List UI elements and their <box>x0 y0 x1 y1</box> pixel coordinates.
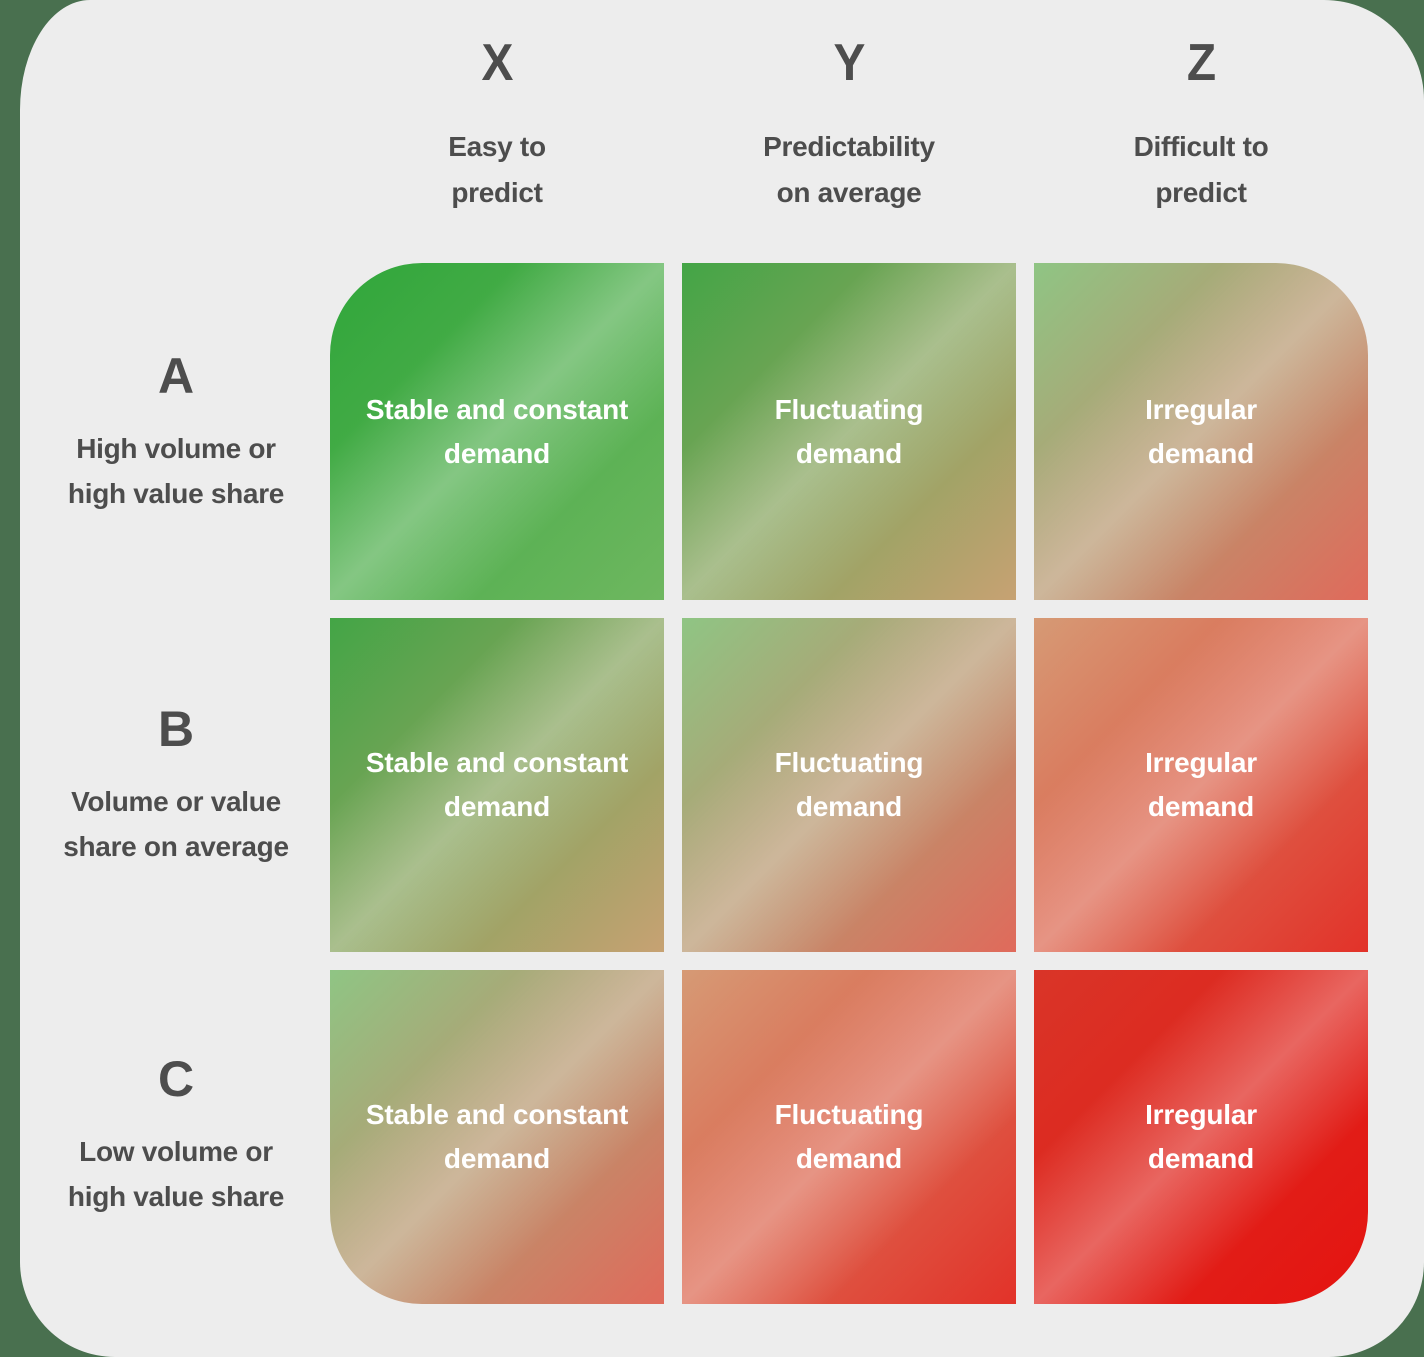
column-header-z: Z Difficult to predict <box>1034 34 1368 216</box>
cell-a-z: Irregular demand <box>1034 263 1368 600</box>
cell-c-z-line1: Irregular <box>1145 1099 1257 1130</box>
column-desc-z-line1: Difficult to <box>1133 131 1269 162</box>
cell-c-z: Irregular demand <box>1034 970 1368 1304</box>
row-letter-a: A <box>157 347 195 404</box>
cell-a-z-label: Irregular demand <box>1145 388 1257 476</box>
cell-b-y: Fluctuating demand <box>682 618 1016 952</box>
row-desc-a: High volume or high value share <box>68 426 284 516</box>
cell-c-y-line1: Fluctuating <box>774 1099 924 1130</box>
cell-c-y-label: Fluctuating demand <box>775 1093 924 1181</box>
cell-c-y: Fluctuating demand <box>682 970 1016 1304</box>
column-header-y: Y Predictability on average <box>682 34 1016 216</box>
column-letter-x: X <box>481 34 514 92</box>
cell-b-y-line1: Fluctuating <box>774 747 924 778</box>
cell-a-y-label: Fluctuating demand <box>775 388 924 476</box>
cell-b-x-label: Stable and constant demand <box>366 741 628 829</box>
cell-c-x-label: Stable and constant demand <box>366 1093 628 1181</box>
cell-a-z-line2: demand <box>1147 437 1255 469</box>
cell-b-x-line2: demand <box>443 791 551 822</box>
cell-a-y: Fluctuating demand <box>682 263 1016 600</box>
column-desc-y-line1: Predictability <box>763 131 935 162</box>
row-header-b: B Volume or value share on average <box>20 618 332 952</box>
cell-b-z-line2: demand <box>1147 791 1255 822</box>
cell-a-z-line1: Irregular <box>1145 393 1257 425</box>
column-letter-y: Y <box>833 34 866 92</box>
matrix-grid: Stable and constant demand Fluctuating d… <box>330 263 1368 1304</box>
row-desc-c-line2: high value share <box>67 1181 285 1212</box>
cell-b-x-line1: Stable and constant <box>365 747 629 778</box>
row-desc-c: Low volume or high value share <box>68 1129 284 1219</box>
row-desc-a-line2: high value share <box>67 477 285 509</box>
row-letter-b: B <box>157 701 195 757</box>
row-letter-c: C <box>157 1051 195 1107</box>
cell-b-y-line2: demand <box>795 791 903 822</box>
column-desc-z-line2: predict <box>1155 177 1247 208</box>
cell-c-x-line2: demand <box>443 1143 551 1174</box>
row-desc-b-line2: share on average <box>63 831 289 862</box>
cell-b-z-line1: Irregular <box>1145 747 1257 778</box>
cell-a-x-label: Stable and constant demand <box>366 388 628 476</box>
row-desc-b: Volume or value share on average <box>63 779 289 869</box>
column-header-x: X Easy to predict <box>330 34 664 216</box>
cell-c-x-line1: Stable and constant <box>365 1099 629 1130</box>
cell-c-z-label: Irregular demand <box>1145 1093 1257 1181</box>
cell-c-x: Stable and constant demand <box>330 970 664 1304</box>
column-desc-y-line2: on average <box>776 177 922 208</box>
row-desc-a-line1: High volume or <box>76 432 276 464</box>
row-desc-b-line1: Volume or value <box>71 786 281 817</box>
cell-b-x: Stable and constant demand <box>330 618 664 952</box>
row-desc-c-line1: Low volume or <box>79 1136 273 1167</box>
cell-a-y-line1: Fluctuating <box>774 393 924 425</box>
cell-a-x-line1: Stable and constant <box>365 393 629 425</box>
column-headers: X Easy to predict Y Predictability on av… <box>330 34 1368 216</box>
column-desc-x-line2: predict <box>451 177 543 208</box>
cell-c-z-line2: demand <box>1147 1143 1255 1174</box>
cell-a-x: Stable and constant demand <box>330 263 664 600</box>
cell-b-z-label: Irregular demand <box>1145 741 1257 829</box>
column-desc-x: Easy to predict <box>330 124 664 216</box>
cell-a-y-line2: demand <box>795 437 903 469</box>
column-desc-x-line1: Easy to <box>448 131 546 162</box>
cell-c-y-line2: demand <box>795 1143 903 1174</box>
column-desc-y: Predictability on average <box>682 124 1016 216</box>
matrix-card: X Easy to predict Y Predictability on av… <box>20 0 1424 1357</box>
cell-a-x-line2: demand <box>443 437 551 469</box>
cell-b-y-label: Fluctuating demand <box>775 741 924 829</box>
column-desc-z: Difficult to predict <box>1034 124 1368 216</box>
cell-b-z: Irregular demand <box>1034 618 1368 952</box>
row-header-c: C Low volume or high value share <box>20 968 332 1302</box>
row-header-a: A High volume or high value share <box>20 263 332 600</box>
column-letter-z: Z <box>1186 34 1216 92</box>
